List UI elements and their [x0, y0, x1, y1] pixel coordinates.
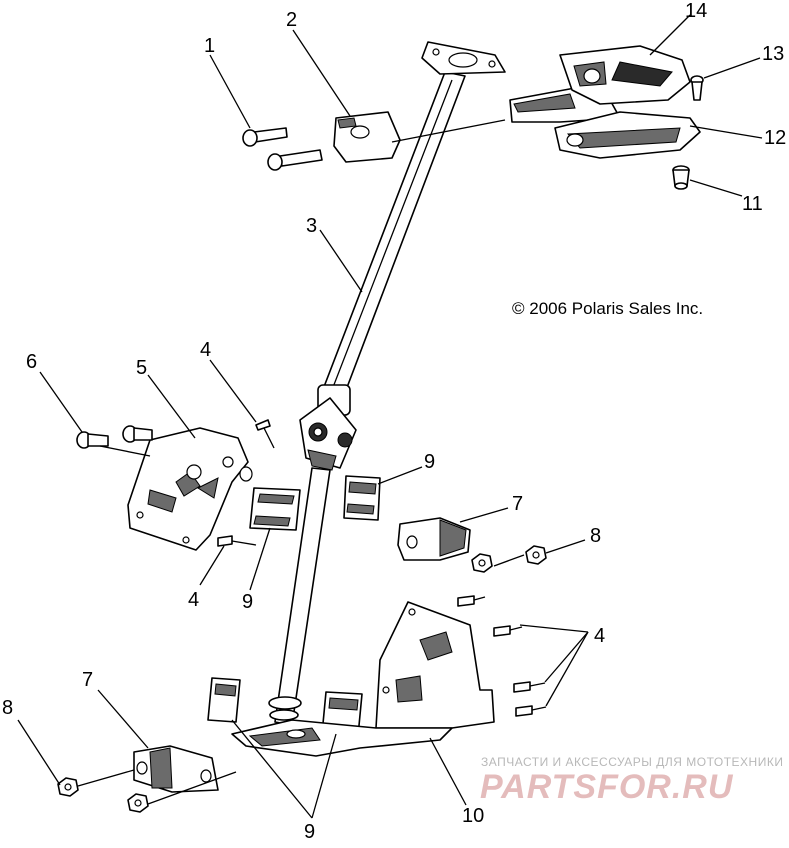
callout-5: 5	[136, 357, 147, 379]
callout-14: 14	[685, 0, 707, 22]
part-6-bolts	[76, 425, 153, 449]
copyright-text: © 2006 Polaris Sales Inc.	[512, 299, 703, 318]
callout-4-left: 4	[188, 589, 199, 611]
callout-6: 6	[26, 351, 37, 373]
part-13-screw	[690, 75, 704, 101]
callout-9-upper: 9	[424, 451, 435, 473]
callout-7-right: 7	[512, 493, 523, 515]
callout-12: 12	[764, 127, 786, 149]
callout-8-left: 8	[2, 697, 13, 719]
callout-7-left: 7	[82, 669, 93, 691]
callout-3: 3	[306, 215, 317, 237]
universal-joint	[299, 384, 357, 471]
part-2-clamp	[267, 111, 401, 171]
part-7-clamps	[133, 517, 471, 793]
callout-10: 10	[462, 805, 484, 827]
callout-8-right: 8	[590, 525, 601, 547]
part-5-left-bracket	[127, 427, 253, 551]
callout-11: 11	[742, 193, 763, 215]
part-10-lower-bracket	[231, 601, 495, 757]
watermark-tagline: ЗАПЧАСТИ И АКСЕССУАРЫ ДЛЯ МОТОТЕХНИКИ	[481, 755, 783, 769]
callout-4-right: 4	[594, 625, 605, 647]
steering-shaft	[268, 41, 506, 726]
leader-lines	[17, 14, 763, 819]
callout-1: 1	[204, 35, 215, 57]
part-1-bolt	[242, 127, 288, 147]
callout-9-bottom: 9	[304, 821, 315, 843]
part-8-nuts	[57, 545, 547, 813]
callout-13: 13	[762, 43, 784, 65]
callout-9-left: 9	[242, 591, 253, 613]
part-4-pins	[217, 419, 547, 717]
callout-2: 2	[286, 9, 297, 31]
part-14-cover	[559, 45, 691, 105]
callout-4-upper: 4	[200, 339, 211, 361]
part-11-bushing	[672, 165, 690, 190]
watermark: ЗАПЧАСТИ И АКСЕССУАРЫ ДЛЯ МОТОТЕХНИКИ PA…	[480, 755, 783, 806]
watermark-logo: PARTSFOR.RU	[480, 768, 734, 806]
